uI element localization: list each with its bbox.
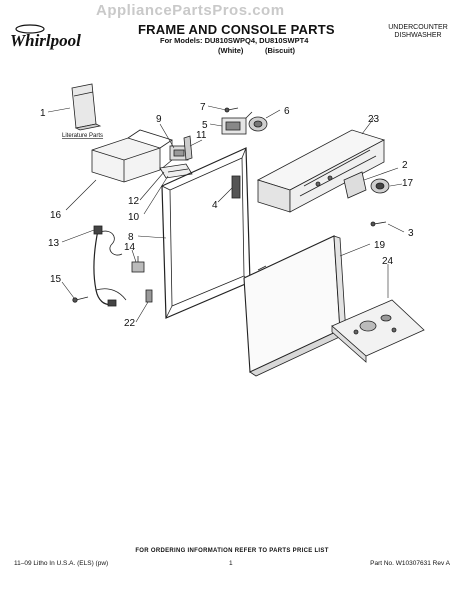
leader-lines <box>47 105 405 323</box>
callout-15: 15 <box>50 274 62 285</box>
callout-11: 11 <box>196 130 207 141</box>
part-screw-7 <box>224 107 239 113</box>
callout-24: 24 <box>382 256 394 267</box>
callout-22: 22 <box>124 318 136 329</box>
part-wire-harness <box>93 225 127 307</box>
part-switch-14 <box>131 256 145 273</box>
watermark: AppliancePartsPros.com <box>96 2 285 19</box>
page-number: 1 <box>229 560 233 567</box>
part-clip-22 <box>145 289 153 303</box>
variant-white: (White) <box>218 46 244 55</box>
product-line-2: DISHWASHER <box>394 32 442 39</box>
callout-4: 4 <box>212 200 218 211</box>
part-literature-book <box>71 83 102 131</box>
callout-17: 17 <box>402 178 414 189</box>
part-knob-17 <box>370 178 390 194</box>
exploded-parts-diagram: Literature Parts <box>40 83 425 377</box>
part-screw-15 <box>72 296 89 303</box>
part-knob-plate <box>343 171 367 199</box>
part-clip <box>183 135 193 161</box>
part-latch-bracket <box>159 145 193 179</box>
callout-10: 10 <box>128 212 140 223</box>
part-cover-shield <box>91 129 173 183</box>
callout-1: 1 <box>40 108 46 119</box>
product-line-1: UNDERCOUNTER <box>388 24 448 31</box>
whirlpool-logo: Whirlpool <box>10 24 81 50</box>
callout-6: 6 <box>284 106 290 117</box>
callout-9: 9 <box>156 114 162 125</box>
part-dial-6 <box>248 116 268 132</box>
variant-biscuit: (Biscuit) <box>265 46 295 55</box>
part-screw-3 <box>370 221 387 227</box>
callout-13: 13 <box>48 238 60 249</box>
ordering-note: FOR ORDERING INFORMATION REFER TO PARTS … <box>135 548 329 554</box>
callout-8: 8 <box>128 232 134 243</box>
callout-5: 5 <box>202 120 208 131</box>
page-title: FRAME AND CONSOLE PARTS <box>138 22 335 37</box>
callout-19: 19 <box>374 240 386 251</box>
callout-2: 2 <box>402 160 408 171</box>
literature-parts-label: Literature Parts <box>62 133 103 139</box>
litho-info: 11–09 Litho In U.S.A. (ELS) (pw) <box>14 560 109 567</box>
product-type: UNDERCOUNTER DISHWASHER <box>378 24 458 40</box>
part-control-module <box>231 175 241 199</box>
part-number: Part No. W10307631 Rev A <box>370 560 450 567</box>
callout-3: 3 <box>408 228 414 239</box>
part-outer-door-panel <box>243 235 347 377</box>
part-console-panel <box>256 129 386 213</box>
callout-14: 14 <box>124 242 136 253</box>
models-line: For Models: DU810SWPQ4, DU810SWPT4 <box>160 36 309 45</box>
callout-7: 7 <box>200 102 206 113</box>
part-switch-bracket <box>221 111 253 135</box>
callout-12: 12 <box>128 196 140 207</box>
brand-logo-text: Whirlpool <box>10 31 81 50</box>
callout-16: 16 <box>50 210 62 221</box>
part-hardware-bag <box>331 299 425 363</box>
callout-23: 23 <box>368 114 380 125</box>
